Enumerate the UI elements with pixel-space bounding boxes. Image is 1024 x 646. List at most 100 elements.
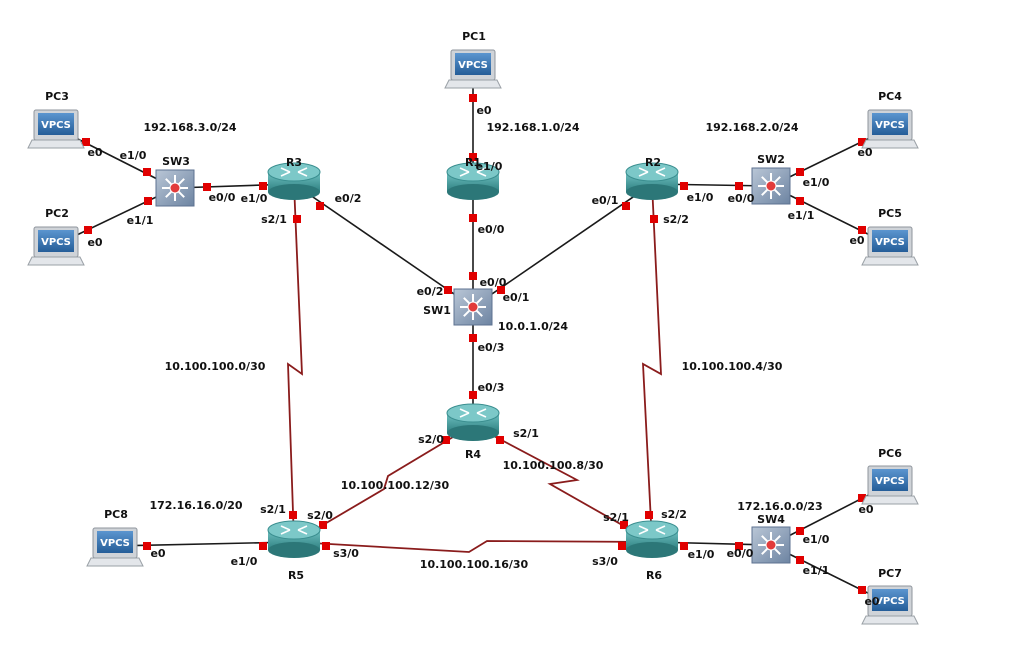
- port-dot-r4-s2-0: [442, 436, 450, 444]
- port-dot-sw4-e1-1: [796, 556, 804, 564]
- pc-pc1[interactable]: VPCS: [444, 49, 502, 89]
- port-dot-pc2-e0: [84, 226, 92, 234]
- interface-label-sw2: e0/0: [728, 192, 755, 205]
- interface-label-sw3: e1/1: [127, 214, 154, 227]
- node-label-pc2: PC2: [45, 207, 69, 220]
- node-label-pc7: PC7: [878, 567, 902, 580]
- interface-label-r4: e0/3: [478, 381, 505, 394]
- port-dot-r3-e1-0: [259, 182, 267, 190]
- port-dot-r5-s2-1: [289, 511, 297, 519]
- interface-label-sw4: e1/0: [803, 533, 830, 546]
- interface-label-r3: s2/1: [261, 213, 287, 226]
- interface-label-pc4: e0: [857, 146, 872, 159]
- node-label-pc4: PC4: [878, 90, 902, 103]
- router-r6[interactable]: [625, 520, 679, 558]
- multilayer-switch-icon: [453, 288, 493, 326]
- switch-sw4[interactable]: [751, 526, 791, 564]
- multilayer-switch-icon: [751, 526, 791, 564]
- port-dot-r2-s2-2: [650, 215, 658, 223]
- multilayer-switch-icon: [751, 167, 791, 205]
- interface-label-r2: s2/2: [663, 213, 689, 226]
- port-dot-r4-e0-3: [469, 391, 477, 399]
- interface-label-pc2: e0: [87, 236, 102, 249]
- interface-label-sw1: e0/0: [480, 276, 507, 289]
- switch-sw3[interactable]: [155, 169, 195, 207]
- port-dot-sw1-e0-1: [497, 286, 505, 294]
- port-dot-r4-s2-1: [496, 436, 504, 444]
- link-r5-r6-serial[interactable]: [293, 540, 653, 553]
- subnet-label: 192.168.2.0/24: [705, 121, 798, 134]
- node-label-sw2: SW2: [757, 153, 785, 166]
- router-r2[interactable]: [625, 162, 679, 200]
- interface-label-pc8: e0: [150, 547, 165, 560]
- vpcs-pc-icon: VPCS: [444, 49, 502, 89]
- node-label-r2: R2: [645, 156, 661, 169]
- port-dot-pc5-e0: [858, 226, 866, 234]
- pc-pc3[interactable]: VPCS: [27, 109, 85, 149]
- interface-label-r5: s2/0: [307, 509, 333, 522]
- vpcs-pc-icon: VPCS: [861, 585, 919, 625]
- port-dot-r6-s2-1: [620, 521, 628, 529]
- router-r5[interactable]: [267, 520, 321, 558]
- interface-label-r4: s2/1: [513, 427, 539, 440]
- port-dot-r6-e1-0: [680, 542, 688, 550]
- port-dot-sw2-e0-0: [735, 182, 743, 190]
- subnet-label: 10.100.100.8/30: [503, 459, 604, 472]
- port-dot-r1-e0-0: [469, 214, 477, 222]
- node-label-r5: R5: [288, 569, 304, 582]
- router-icon: [446, 403, 500, 441]
- pc-pc7[interactable]: VPCS: [861, 585, 919, 625]
- node-label-r4: R4: [465, 448, 481, 461]
- vpcs-pc-icon: VPCS: [27, 226, 85, 266]
- port-dot-r5-e1-0: [259, 542, 267, 550]
- router-icon: [625, 520, 679, 558]
- interface-label-sw3: e1/0: [120, 149, 147, 162]
- router-r3[interactable]: [267, 162, 321, 200]
- subnet-label: 10.100.100.12/30: [341, 479, 450, 492]
- vpcs-badge: VPCS: [875, 120, 905, 131]
- switch-sw2[interactable]: [751, 167, 791, 205]
- interface-label-r5: e1/0: [231, 555, 258, 568]
- port-dot-sw4-e1-0: [796, 527, 804, 535]
- node-label-r1: R1: [465, 156, 481, 169]
- port-dot-pc4-e0: [858, 138, 866, 146]
- vpcs-badge: VPCS: [100, 538, 130, 549]
- interface-label-r5: s2/1: [260, 503, 286, 516]
- port-dot-r5-s3-0: [322, 542, 330, 550]
- vpcs-pc-icon: VPCS: [861, 109, 919, 149]
- vpcs-badge: VPCS: [875, 596, 905, 607]
- port-dot-r5-s2-0: [319, 521, 327, 529]
- interface-label-sw2: e1/0: [803, 176, 830, 189]
- multilayer-switch-icon: [155, 169, 195, 207]
- link-r3-r5-serial[interactable]: [287, 183, 303, 543]
- interface-label-r5: s3/0: [333, 547, 359, 560]
- router-icon: [267, 520, 321, 558]
- interface-label-sw1: e0/3: [478, 341, 505, 354]
- port-dot-sw4-e0-0: [735, 542, 743, 550]
- router-r1[interactable]: [446, 162, 500, 200]
- link-pc8-r5-ethernet[interactable]: [114, 541, 295, 547]
- pc-pc8[interactable]: VPCS: [86, 527, 144, 567]
- port-dot-pc7-e0: [858, 586, 866, 594]
- link-r2-r6-serial[interactable]: [642, 183, 662, 543]
- pc-pc2[interactable]: VPCS: [27, 226, 85, 266]
- switch-sw1[interactable]: [453, 288, 493, 326]
- subnet-label: 172.16.0.0/23: [737, 500, 822, 513]
- link-r4-r5-serial[interactable]: [293, 424, 474, 543]
- interface-label-r6: e1/0: [688, 548, 715, 561]
- node-label-pc8: PC8: [104, 508, 128, 521]
- interface-label-pc6: e0: [858, 503, 873, 516]
- link-r4-r6-serial[interactable]: [472, 424, 653, 543]
- pc-pc4[interactable]: VPCS: [861, 109, 919, 149]
- node-label-r3: R3: [286, 156, 302, 169]
- router-r4[interactable]: [446, 403, 500, 441]
- pc-pc5[interactable]: VPCS: [861, 226, 919, 266]
- port-dot-sw1-e0-3: [469, 334, 477, 342]
- node-label-sw3: SW3: [162, 155, 190, 168]
- port-dot-pc6-e0: [858, 494, 866, 502]
- port-dot-r6-s3-0: [618, 542, 626, 550]
- ports-layer: [82, 94, 866, 594]
- node-label-pc5: PC5: [878, 207, 902, 220]
- pc-pc6[interactable]: VPCS: [861, 465, 919, 505]
